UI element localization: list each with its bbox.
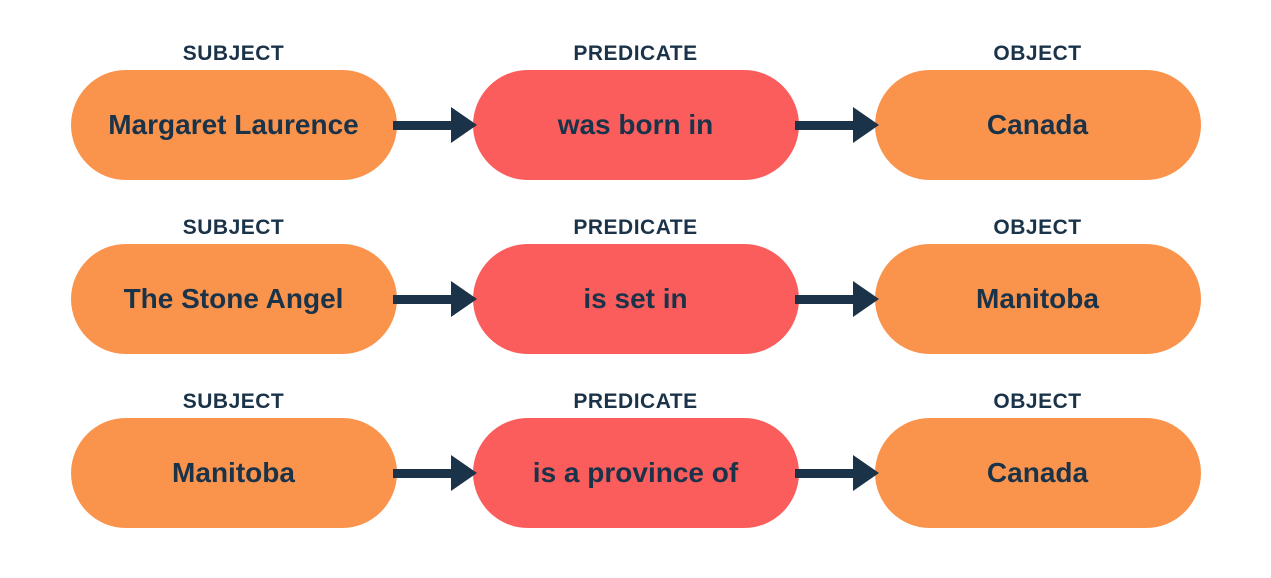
object-column-label: OBJECT (993, 42, 1082, 65)
arrow-shaft (392, 468, 452, 478)
predicate-column-label: PREDICATE (573, 216, 698, 239)
arrow-head (852, 455, 879, 491)
triple-row-3: SUBJECT Manitoba PREDICATE is a province… (0, 390, 1271, 528)
arrow-right-icon (392, 244, 477, 354)
arrow-head (852, 107, 879, 143)
predicate-node: PREDICATE was born in (472, 42, 799, 180)
object-node: OBJECT Canada (874, 390, 1201, 528)
subject-column-label: SUBJECT (182, 42, 285, 65)
arrow-shaft (794, 468, 854, 478)
triple-row-1: SUBJECT Margaret Laurence PREDICATE was … (0, 42, 1271, 180)
object-column-label: OBJECT (993, 216, 1082, 239)
predicate-pill: was born in (472, 70, 799, 180)
object-pill: Manitoba (874, 244, 1201, 354)
subject-node: SUBJECT Margaret Laurence (70, 42, 397, 180)
subject-node: SUBJECT The Stone Angel (70, 216, 397, 354)
object-node: OBJECT Canada (874, 42, 1201, 180)
arrow-head (450, 281, 477, 317)
arrow-right-icon (392, 418, 477, 528)
arrow-head (852, 281, 879, 317)
object-column-label: OBJECT (993, 390, 1082, 413)
arrow-right-icon (794, 70, 879, 180)
arrow-head (450, 455, 477, 491)
triple-row-2: SUBJECT The Stone Angel PREDICATE is set… (0, 216, 1271, 354)
arrow-right-icon (794, 244, 879, 354)
arrow-head (450, 107, 477, 143)
subject-column-label: SUBJECT (182, 216, 285, 239)
predicate-node: PREDICATE is a province of (472, 390, 799, 528)
subject-node: SUBJECT Manitoba (70, 390, 397, 528)
subject-pill: Margaret Laurence (70, 70, 397, 180)
object-pill: Canada (874, 418, 1201, 528)
arrow-right-icon (392, 70, 477, 180)
subject-column-label: SUBJECT (182, 390, 285, 413)
arrow-shaft (794, 294, 854, 304)
predicate-pill: is a province of (472, 418, 799, 528)
arrow-shaft (392, 120, 452, 130)
subject-pill: Manitoba (70, 418, 397, 528)
arrow-right-icon (794, 418, 879, 528)
subject-pill: The Stone Angel (70, 244, 397, 354)
object-node: OBJECT Manitoba (874, 216, 1201, 354)
predicate-pill: is set in (472, 244, 799, 354)
predicate-column-label: PREDICATE (573, 42, 698, 65)
object-pill: Canada (874, 70, 1201, 180)
predicate-node: PREDICATE is set in (472, 216, 799, 354)
predicate-column-label: PREDICATE (573, 390, 698, 413)
arrow-shaft (794, 120, 854, 130)
arrow-shaft (392, 294, 452, 304)
